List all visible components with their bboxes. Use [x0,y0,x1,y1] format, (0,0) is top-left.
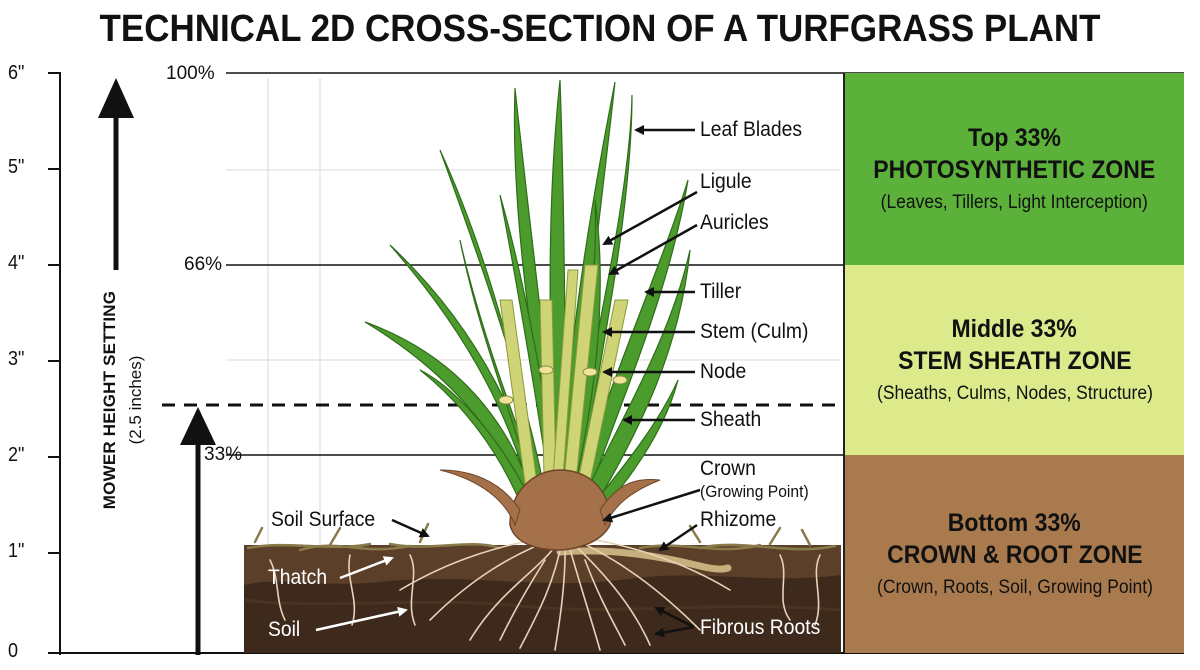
page-title: TECHNICAL 2D CROSS-SECTION OF A TURFGRAS… [99,8,1101,50]
mower-height-value: (2.5 inches) [126,355,145,445]
percent-100: 100% [166,63,215,84]
mower-arrow-height [180,407,216,655]
zone-middle-desc: (Sheaths, Culms, Nodes, Structure) [876,383,1153,404]
label-tiller: Tiller [700,280,742,303]
tick-3: 3" [8,348,25,370]
tick-5: 5" [8,156,25,178]
label-fibrous-roots: Fibrous Roots [700,616,821,639]
percent-66: 66% [184,254,223,275]
label-ligule: Ligule [700,170,752,193]
label-leaf-blades: Leaf Blades [700,118,803,141]
nodes [498,365,628,405]
zone-top-title: Top 33% [968,124,1061,152]
label-crown: Crown [700,457,756,480]
callout-arrows-white [315,556,408,632]
label-auricles: Auricles [700,211,769,234]
zone-middle: Middle 33% STEM SHEATH ZONE (Sheaths, Cu… [843,265,1184,455]
zone-bottom-title: Bottom 33% [948,509,1081,537]
zone-bottom-desc: (Crown, Roots, Soil, Growing Point) [876,577,1153,598]
label-thatch: Thatch [268,566,328,589]
label-growing-point: (Growing Point) [700,482,809,501]
zone-bottom: Bottom 33% CROWN & ROOT ZONE (Crown, Roo… [843,455,1184,653]
label-rhizome: Rhizome [700,508,777,531]
tick-6: 6" [8,62,25,84]
zone-bottom-name: CROWN & ROOT ZONE [886,541,1143,569]
tick-4: 4" [8,252,25,274]
label-sheath: Sheath [700,408,762,431]
percent-33: 33% [204,444,243,465]
zone-top-name: PHOTOSYNTHETIC ZONE [873,156,1156,184]
label-node: Node [700,360,747,383]
mower-height-title: MOWER HEIGHT SETTING [100,290,119,510]
zone-top-desc: (Leaves, Tillers, Light Interception) [880,192,1149,213]
tick-2: 2" [8,444,25,466]
label-stem: Stem (Culm) [700,320,809,343]
label-soil: Soil [268,618,301,641]
thatch-layer [246,522,837,552]
sheaths [499,264,629,521]
zone-middle-name: STEM SHEATH ZONE [897,347,1132,375]
callout-arrows [391,125,701,638]
tick-0: 0 [8,640,19,662]
zone-top: Top 33% PHOTOSYNTHETIC ZONE (Leaves, Til… [843,73,1184,265]
crown [439,469,661,551]
zone-middle-title: Middle 33% [951,315,1078,343]
tick-1: 1" [8,540,25,562]
soil-block [243,545,842,653]
label-soil-surface: Soil Surface [271,508,376,531]
mower-height-label: MOWER HEIGHT SETTING (2.5 inches) [100,280,146,520]
mower-arrow-up [98,78,134,270]
